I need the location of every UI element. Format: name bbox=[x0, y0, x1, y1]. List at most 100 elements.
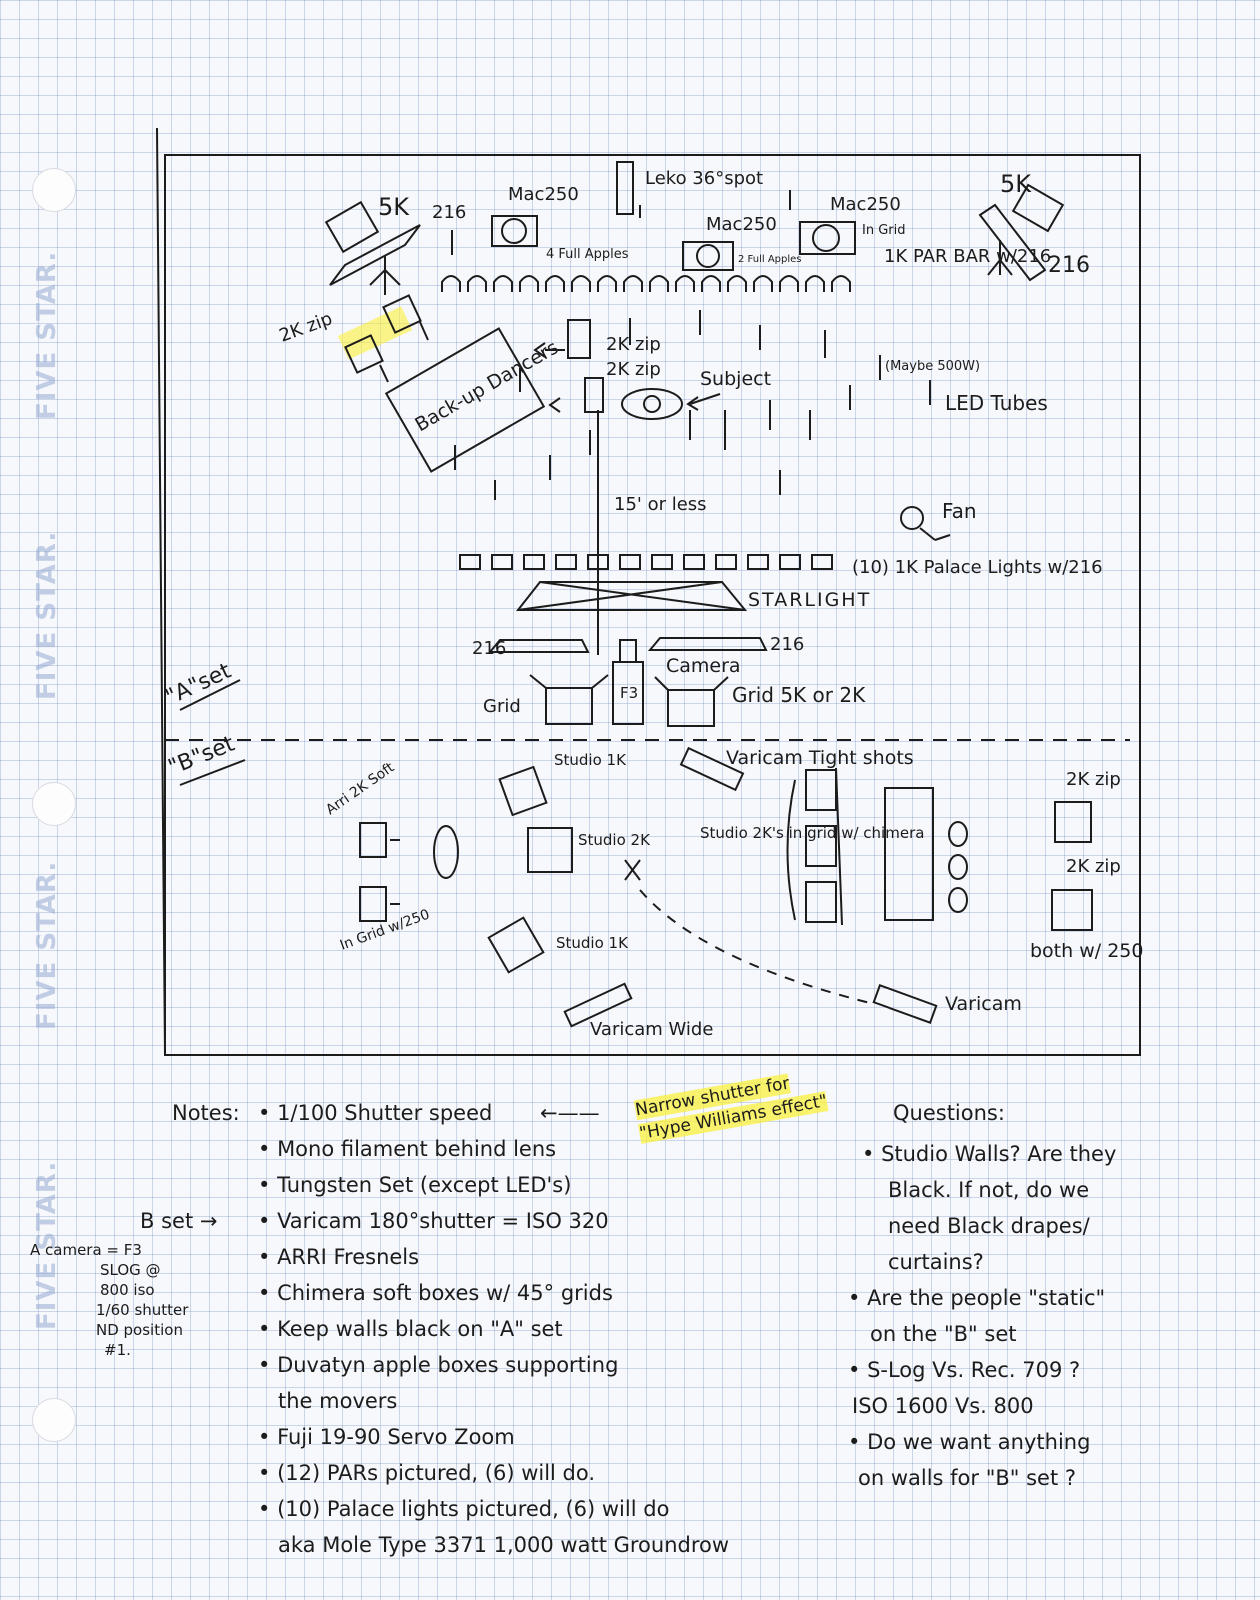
palace-lights-row bbox=[459, 554, 833, 570]
svg-text:"A"set: "A"set bbox=[162, 658, 235, 710]
par-can bbox=[701, 275, 721, 292]
a-camera-note: A camera = F3 SLOG @ 800 iso 1/60 shutte… bbox=[30, 1241, 189, 1359]
par-can bbox=[649, 275, 669, 292]
studio-2ks-label: Studio 2K's in grid w/ chimera bbox=[700, 824, 924, 842]
svg-text:"B"set: "B"set bbox=[165, 731, 239, 780]
svg-text:216: 216 bbox=[472, 638, 506, 659]
grid-light-right bbox=[654, 676, 729, 727]
svg-text:2 Full Apples: 2 Full Apples bbox=[738, 254, 802, 265]
par-can bbox=[441, 275, 461, 292]
a-set-label: "A"set bbox=[162, 658, 235, 710]
questions-heading: Questions: bbox=[893, 1101, 1005, 1125]
svg-text:216: 216 bbox=[432, 202, 466, 223]
studio-1k-top bbox=[498, 765, 548, 817]
svg-text:Studio 1K: Studio 1K bbox=[556, 934, 629, 952]
par-can bbox=[571, 275, 591, 292]
note-item: aka Mole Type 3371 1,000 watt Groundrow bbox=[278, 1533, 730, 1557]
varicam-tight bbox=[679, 746, 745, 792]
note-item: • Varicam 180°shutter = ISO 320 bbox=[258, 1209, 609, 1233]
svg-text:216: 216 bbox=[770, 634, 804, 655]
svg-text:In Grid w/250: In Grid w/250 bbox=[338, 907, 432, 954]
varicam-wide-label: Varicam Wide bbox=[590, 1019, 713, 1040]
svg-text:Mac250: Mac250 bbox=[830, 194, 901, 215]
mac250-middle bbox=[682, 241, 734, 271]
svg-text:2K zip: 2K zip bbox=[1066, 856, 1121, 877]
svg-text:Mac250: Mac250 bbox=[706, 214, 777, 235]
question-item: on the "B" set bbox=[870, 1322, 1017, 1346]
palace-light bbox=[523, 554, 545, 570]
palace-light bbox=[683, 554, 705, 570]
arri-2k-soft-pair bbox=[359, 822, 400, 922]
svg-text:Leko 36°spot: Leko 36°spot bbox=[645, 168, 763, 189]
starlight-fixture bbox=[515, 581, 748, 611]
narrow-shutter-arrow: ←—— bbox=[540, 1101, 600, 1125]
svg-text:Back-up Dancers: Back-up Dancers bbox=[411, 336, 562, 436]
note-item: the movers bbox=[278, 1389, 398, 1413]
light-5k-left bbox=[324, 200, 421, 295]
palace-light bbox=[555, 554, 577, 570]
note-item: • ARRI Fresnels bbox=[258, 1245, 420, 1269]
binder-hole-top bbox=[32, 168, 76, 212]
par-can bbox=[467, 275, 487, 292]
par-can bbox=[805, 275, 825, 292]
b-set-pointer: B set → bbox=[140, 1209, 218, 1233]
note-item: • Mono filament behind lens bbox=[258, 1137, 557, 1161]
note-item: • Chimera soft boxes w/ 45° grids bbox=[258, 1281, 613, 1305]
palace-light bbox=[459, 554, 481, 570]
palace-light bbox=[491, 554, 513, 570]
2k-zip-left-label: 2K zip bbox=[277, 308, 336, 346]
svg-text:(10) 1K Palace Lights w/216: (10) 1K Palace Lights w/216 bbox=[852, 557, 1103, 578]
leko-spot bbox=[616, 161, 641, 218]
svg-text:Camera: Camera bbox=[666, 655, 741, 677]
2k-zip-right-pair bbox=[1051, 801, 1093, 931]
studio-2k-center bbox=[527, 827, 573, 873]
subject-marker bbox=[621, 388, 721, 420]
note-item: • (10) Palace lights pictured, (6) will … bbox=[258, 1497, 670, 1521]
binder-hole-middle bbox=[32, 782, 76, 826]
studio-2ks-in-grid bbox=[786, 767, 843, 926]
par-can bbox=[779, 275, 799, 292]
palace-light bbox=[619, 554, 641, 570]
svg-text:Varicam Tight shots: Varicam Tight shots bbox=[726, 747, 914, 769]
b-set-table bbox=[884, 787, 934, 921]
par-can bbox=[519, 275, 539, 292]
svg-text:Varicam: Varicam bbox=[945, 993, 1022, 1015]
svg-text:5K: 5K bbox=[378, 193, 410, 221]
mac250-left bbox=[491, 215, 538, 247]
svg-text:Studio 1K: Studio 1K bbox=[554, 751, 627, 769]
par-can bbox=[831, 275, 851, 292]
svg-text:Subject: Subject bbox=[700, 368, 771, 390]
palace-light bbox=[779, 554, 801, 570]
questions-section: Questions: • Studio Walls? Are they Blac… bbox=[0, 1090, 1260, 1600]
b-set-subject bbox=[433, 825, 459, 879]
svg-text:LED Tubes: LED Tubes bbox=[945, 391, 1048, 415]
notes-section: Notes: • 1/100 Shutter speed • Mono fila… bbox=[0, 1073, 1260, 1600]
svg-text:2K zip: 2K zip bbox=[606, 334, 661, 355]
question-item: • Do we want anything bbox=[848, 1430, 1091, 1454]
par-bar-row bbox=[441, 275, 851, 292]
par-can bbox=[753, 275, 773, 292]
svg-text:Studio 2K: Studio 2K bbox=[578, 831, 651, 849]
mac250-right bbox=[799, 221, 856, 255]
2k-zip-left-pair bbox=[337, 294, 429, 383]
note-item: • Tungsten Set (except LED's) bbox=[258, 1173, 572, 1197]
camera-f3: F3 bbox=[612, 639, 644, 725]
backup-dancers-area: Back-up Dancers bbox=[384, 327, 562, 473]
studio-1k-bottom bbox=[487, 916, 545, 974]
question-item: • Studio Walls? Are they bbox=[862, 1142, 1117, 1166]
palace-light bbox=[715, 554, 737, 570]
par-can bbox=[727, 275, 747, 292]
2k-zip-center bbox=[548, 319, 604, 413]
b-set-people bbox=[948, 821, 968, 913]
svg-text:15' or less: 15' or less bbox=[614, 494, 707, 515]
svg-text:2K zip: 2K zip bbox=[606, 359, 661, 380]
palace-light bbox=[747, 554, 769, 570]
palace-light bbox=[651, 554, 673, 570]
question-item: need Black drapes/ bbox=[888, 1214, 1090, 1238]
svg-text:216: 216 bbox=[1048, 253, 1090, 278]
question-item: • Are the people "static" bbox=[848, 1286, 1106, 1310]
note-item: • Duvatyn apple boxes supporting bbox=[258, 1353, 619, 1377]
svg-text:STARLIGHT: STARLIGHT bbox=[748, 589, 871, 611]
binder-hole-bottom bbox=[32, 1398, 76, 1442]
par-can bbox=[493, 275, 513, 292]
